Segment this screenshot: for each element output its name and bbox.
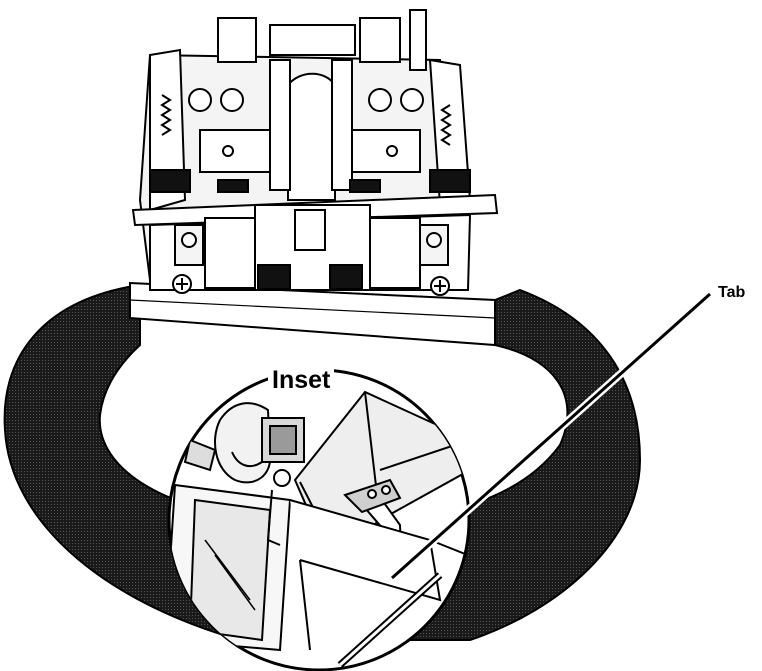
tab-leader-line [391, 292, 711, 580]
unit-left-spring [160, 94, 172, 136]
hand-finger [214, 402, 272, 484]
switch-unit [129, 9, 499, 347]
inset-label: Inset [268, 366, 335, 394]
inset-pointer-line [338, 573, 442, 667]
unit-right-microswitch [341, 129, 421, 173]
unit-toggle-lever [409, 9, 427, 71]
unit-right-spring [440, 104, 452, 146]
unit-base-board [129, 281, 496, 347]
tab-label: Tab [718, 284, 746, 301]
unit-left-microswitch [199, 129, 279, 173]
inset-circle [167, 368, 471, 671]
